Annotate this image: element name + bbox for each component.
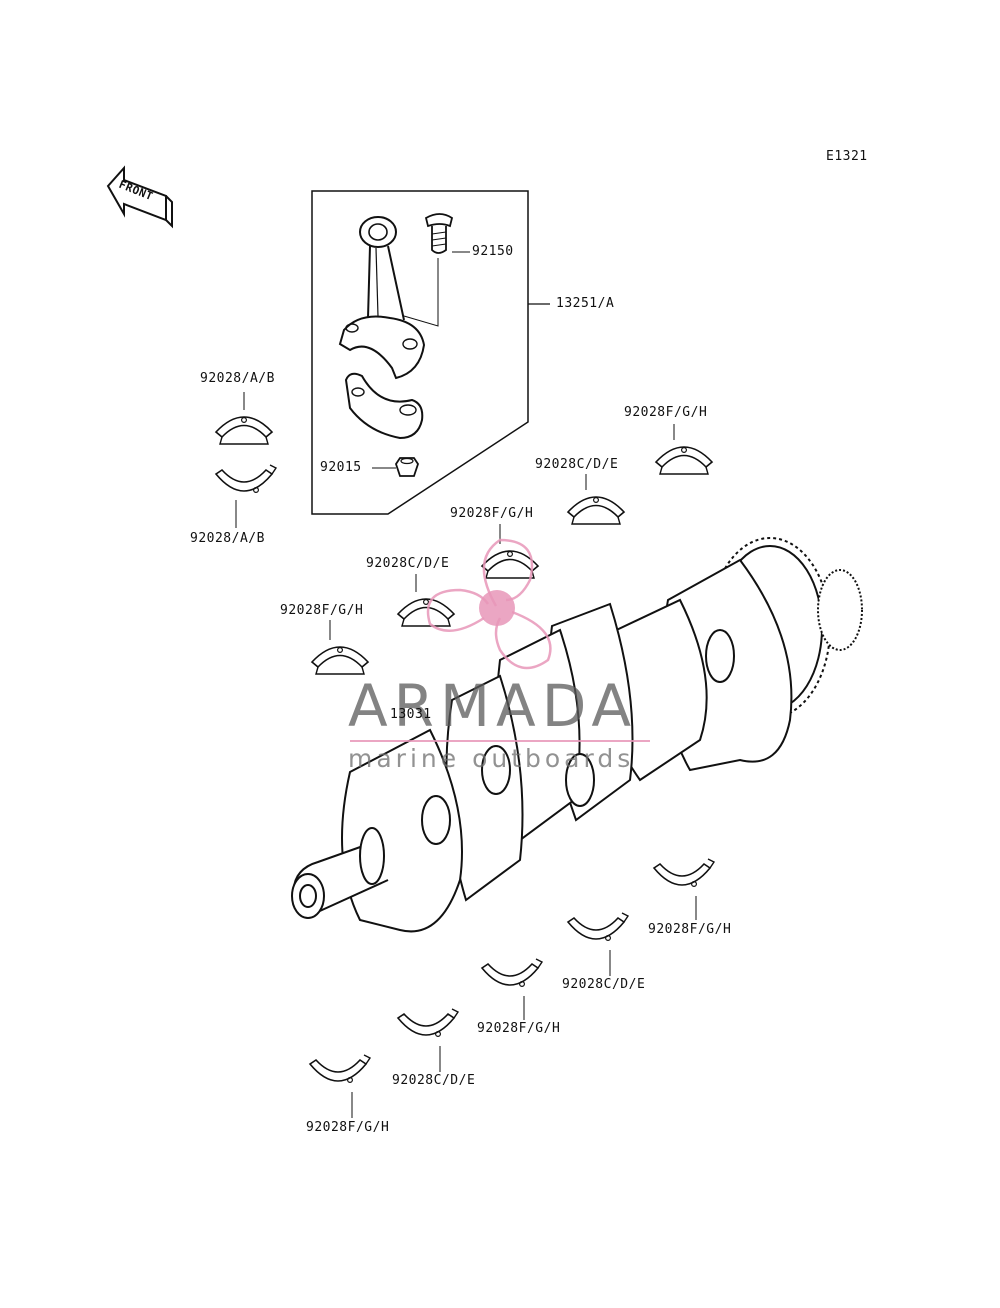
label-main-lower-4: 92028C/D/E bbox=[392, 1073, 476, 1088]
label-main-upper-2: 92028C/D/E bbox=[535, 457, 619, 472]
watermark-brand: ARMADA bbox=[348, 672, 638, 740]
bolt-icon bbox=[403, 213, 470, 327]
label-bolt: 92150 bbox=[472, 244, 514, 259]
rod-bearing-upper-icon bbox=[215, 392, 273, 445]
rod-cap-icon bbox=[344, 372, 424, 440]
diagram-code: E1321 bbox=[826, 149, 868, 164]
main-bearing-lower-5-icon bbox=[309, 1054, 371, 1118]
label-main-lower-3: 92028F/G/H bbox=[477, 1021, 561, 1036]
label-rod-bearing-lower: 92028/A/B bbox=[190, 531, 265, 546]
main-bearing-lower-1-icon bbox=[653, 858, 715, 920]
main-bearing-upper-4-icon bbox=[397, 574, 455, 627]
label-main-lower-5: 92028F/G/H bbox=[306, 1120, 390, 1135]
armada-propeller-logo bbox=[426, 538, 552, 670]
label-main-upper-5: 92028F/G/H bbox=[280, 603, 364, 618]
nut-icon bbox=[372, 457, 419, 477]
main-bearing-upper-5-icon bbox=[311, 620, 369, 675]
label-crankshaft: 13031 bbox=[390, 707, 432, 722]
rod-bearing-lower-icon bbox=[215, 464, 277, 528]
main-bearing-lower-2-icon bbox=[567, 912, 629, 976]
front-arrow-icon bbox=[106, 165, 173, 229]
connecting-rod-icon bbox=[338, 216, 426, 380]
main-bearing-lower-3-icon bbox=[481, 958, 543, 1020]
watermark-tagline: marine outboards bbox=[348, 744, 635, 773]
label-main-lower-2: 92028C/D/E bbox=[562, 977, 646, 992]
label-main-upper-1: 92028F/G/H bbox=[624, 405, 708, 420]
label-main-upper-3: 92028F/G/H bbox=[450, 506, 534, 521]
crankshaft-icon bbox=[291, 537, 863, 933]
main-bearing-lower-4-icon bbox=[397, 1008, 459, 1072]
label-main-upper-4: 92028C/D/E bbox=[366, 556, 450, 571]
main-bearing-upper-1-icon bbox=[655, 424, 713, 475]
label-conrod: 13251/A bbox=[556, 296, 615, 311]
label-nut: 92015 bbox=[320, 460, 362, 475]
label-main-lower-1: 92028F/G/H bbox=[648, 922, 732, 937]
main-bearing-upper-2-icon bbox=[567, 474, 625, 525]
conrod-assembly-frame bbox=[311, 190, 550, 515]
label-rod-bearing-upper: 92028/A/B bbox=[200, 371, 275, 386]
watermark-rule bbox=[350, 740, 650, 742]
